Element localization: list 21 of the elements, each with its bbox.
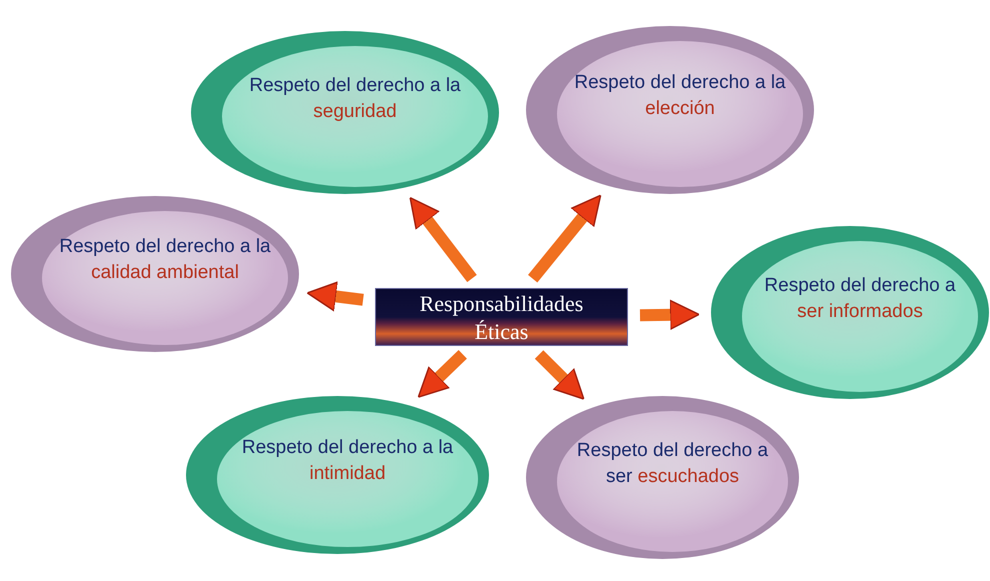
block-arrow [409,196,477,282]
node-text: Respeto del derecho a la intimidad [240,436,454,486]
block-arrow [306,281,364,312]
node-text: Respeto del derecho a la calidad ambiental [58,235,272,285]
ellipse-node [525,395,800,560]
block-arrow [640,300,700,330]
banner-text: Responsabilidades [418,290,584,317]
node-text: Respeto del derecho a ser escuchados [576,438,770,488]
ellipse-node [525,25,815,195]
block-arrow [534,350,585,400]
banner-text: Éticas [474,318,530,345]
node-text: Respeto del derecho a la seguridad [248,74,462,124]
ellipse-node [190,30,500,195]
block-arrow [418,350,467,398]
ellipse-node [10,195,300,353]
node-text: Respeto del derecho a la elección [573,71,787,121]
ellipse-node [185,395,490,555]
ellipse-node [710,225,990,400]
block-arrow [528,194,602,282]
title-banner [375,288,628,346]
node-text: Respeto del derecho a ser informados [763,274,957,324]
